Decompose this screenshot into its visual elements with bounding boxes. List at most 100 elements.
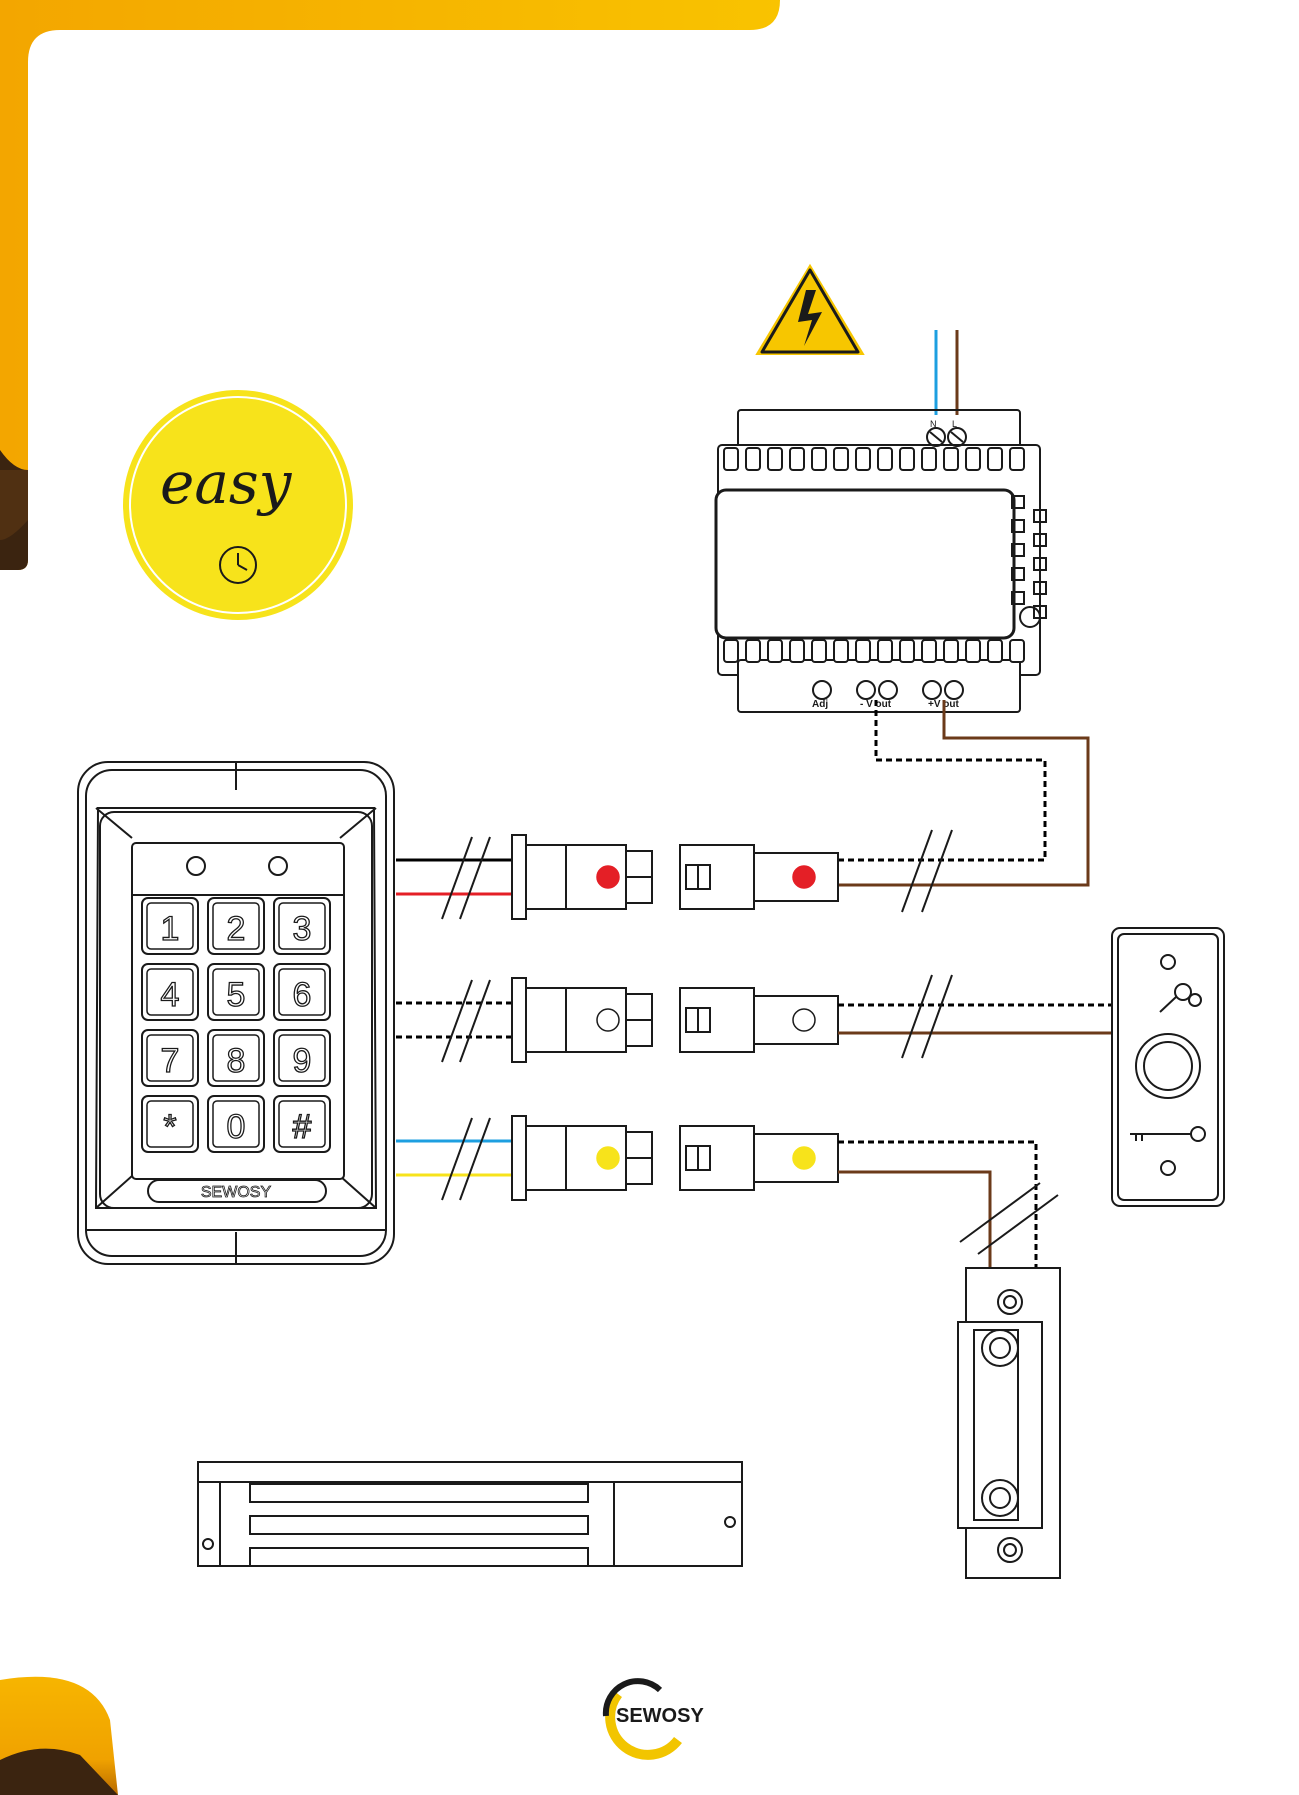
psu-fin-bottom	[899, 639, 915, 663]
psu-terminal-l: L	[952, 419, 957, 429]
keypad-key-inner	[146, 1034, 194, 1082]
psu-led	[1011, 591, 1025, 605]
psu-fin-bottom	[921, 639, 937, 663]
keypad-key-label: 3	[293, 910, 312, 948]
psu-led	[1033, 557, 1047, 571]
keypad-key[interactable]	[141, 1029, 199, 1087]
sewosy-logo: SEWOSY	[602, 1678, 704, 1760]
plug-flange	[511, 1115, 527, 1201]
psu-fin-top	[943, 447, 959, 471]
keypad-key-inner	[212, 1100, 260, 1148]
plug-indicator-dot	[596, 1008, 620, 1032]
keypad-key[interactable]	[141, 963, 199, 1021]
cable-slash	[441, 1117, 473, 1201]
psu-fin-bottom	[723, 639, 739, 663]
lock-brown-wire	[838, 1170, 992, 1275]
easy-badge: easy	[123, 390, 353, 620]
psu-fin-top	[789, 447, 805, 471]
electric-strike	[957, 1267, 1061, 1579]
psu-fin-bottom	[833, 639, 849, 663]
keypad-key-label: 9	[293, 1042, 312, 1080]
psu-fin-top	[965, 447, 981, 471]
keypad-key-label: #	[293, 1108, 312, 1146]
psu-negative-wire	[838, 700, 1047, 862]
keypad-key-inner	[278, 1034, 326, 1082]
psu-led	[1011, 567, 1025, 581]
magnetic-lock	[197, 1461, 743, 1567]
keypad-key-inner	[278, 968, 326, 1016]
psu-fin-top	[745, 447, 761, 471]
psu-fin-bottom	[811, 639, 827, 663]
psu-fin-top	[1009, 447, 1025, 471]
socket-body	[679, 1125, 755, 1191]
psu-led	[1011, 519, 1025, 533]
plug-flange	[511, 977, 527, 1063]
socket-body	[679, 844, 755, 910]
keypad-key[interactable]	[273, 1095, 331, 1153]
keypad-key[interactable]	[141, 897, 199, 955]
keypad-key-inner	[212, 1034, 260, 1082]
psu-fin-top	[833, 447, 849, 471]
keypad-key-label: 7	[161, 1042, 180, 1080]
psu-fin-bottom	[745, 639, 761, 663]
keypad-key[interactable]	[141, 1095, 199, 1153]
keypad-brand-label: SEWOSY	[201, 1184, 272, 1201]
psu-fin-top	[877, 447, 893, 471]
plug-flange	[511, 834, 527, 920]
socket-indicator-dot	[792, 865, 816, 889]
keypad-key[interactable]	[207, 1029, 265, 1087]
power-supply	[714, 409, 1047, 713]
keypad-key-label: 4	[161, 976, 180, 1014]
keypad-key-inner	[146, 1100, 194, 1148]
plug-indicator-dot	[596, 865, 620, 889]
clock-icon	[219, 546, 257, 584]
psu-fin-top	[921, 447, 937, 471]
cable-slash	[441, 979, 473, 1063]
footer-logo-text: SEWOSY	[616, 1705, 704, 1727]
psu-fin-bottom	[965, 639, 981, 663]
keypad-key-label: *	[163, 1108, 176, 1146]
plug-body	[525, 844, 567, 910]
psu-fin-top	[811, 447, 827, 471]
psu-led	[1033, 581, 1047, 595]
page-frame	[0, 0, 780, 1795]
keypad-key-label: 6	[293, 976, 312, 1014]
key-icon	[1130, 1126, 1206, 1142]
psu-led	[1011, 543, 1025, 557]
keypad-key-label: 1	[161, 910, 180, 948]
psu-fin-top	[767, 447, 783, 471]
keypad-key-inner	[212, 968, 260, 1016]
keypad-key-inner	[146, 902, 194, 950]
lock-dashed-wire	[838, 1140, 1038, 1275]
psu-fin-bottom	[1009, 639, 1025, 663]
keypad-key[interactable]	[273, 963, 331, 1021]
psu-fin-bottom	[943, 639, 959, 663]
plug-indicator-dot	[596, 1146, 620, 1170]
warning-lightning-icon	[747, 255, 873, 361]
keypad-key[interactable]	[207, 963, 265, 1021]
keypad-key-label: 2	[227, 910, 246, 948]
keypad-key-inner	[278, 1100, 326, 1148]
keypad-key[interactable]	[273, 1029, 331, 1087]
socket-indicator-dot	[792, 1146, 816, 1170]
psu-fin-top	[723, 447, 739, 471]
psu-fin-top	[899, 447, 915, 471]
psu-fin-bottom	[855, 639, 871, 663]
psu-fin-top	[855, 447, 871, 471]
keypad-key-label: 0	[227, 1108, 246, 1146]
easy-badge-text: easy	[160, 449, 293, 517]
psu-terminal-n: N	[930, 419, 937, 429]
psu-led	[1011, 495, 1025, 509]
keys-icon	[1159, 983, 1202, 1013]
keypad-key[interactable]	[273, 897, 331, 955]
keypad-key[interactable]	[207, 897, 265, 955]
keypad-key-label: 8	[227, 1042, 246, 1080]
cable-slash	[459, 836, 491, 920]
cable-slash	[459, 979, 491, 1063]
cable-slash-marks	[901, 829, 1059, 1255]
keypad-key[interactable]	[207, 1095, 265, 1153]
psu-led	[1033, 533, 1047, 547]
keypad-key-inner	[212, 902, 260, 950]
psu-fin-top	[987, 447, 1003, 471]
